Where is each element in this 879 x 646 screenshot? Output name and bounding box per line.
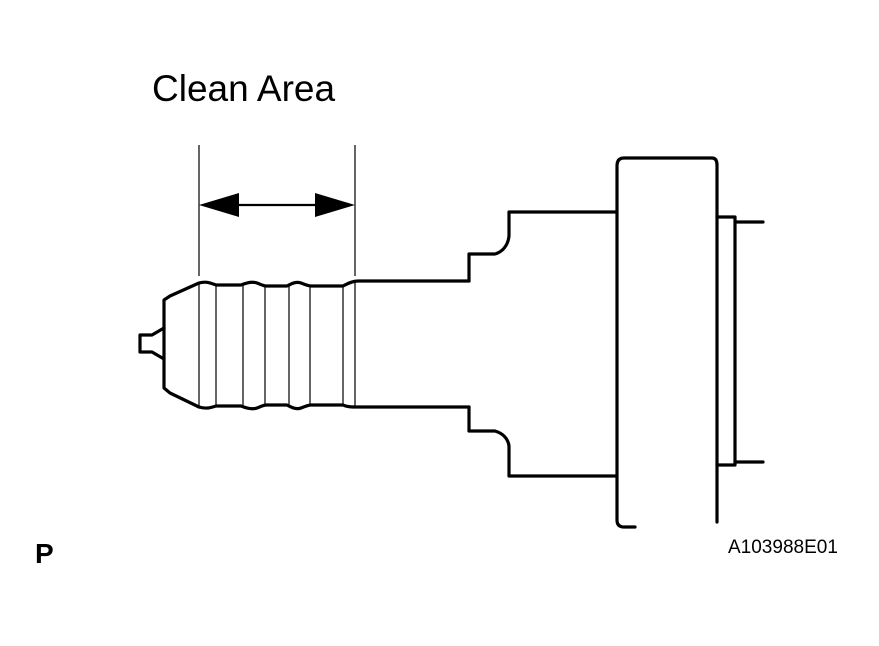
clean-area-dimension-arrow	[199, 193, 355, 217]
rear-connector	[715, 215, 737, 467]
body-outline-lower	[467, 405, 618, 478]
body-outline	[467, 210, 618, 283]
figure-code: A103988E01	[728, 537, 838, 558]
arrowhead-right	[315, 193, 355, 217]
tip-nipple	[138, 326, 166, 361]
shaft-top-profile	[197, 279, 471, 288]
arrowhead-left	[199, 193, 239, 217]
nose-cone	[162, 281, 201, 409]
shaft-bottom-profile	[197, 403, 471, 411]
clean-area-label: Clean Area	[152, 68, 336, 109]
corner-mark: P	[35, 538, 54, 569]
flange	[615, 156, 719, 529]
